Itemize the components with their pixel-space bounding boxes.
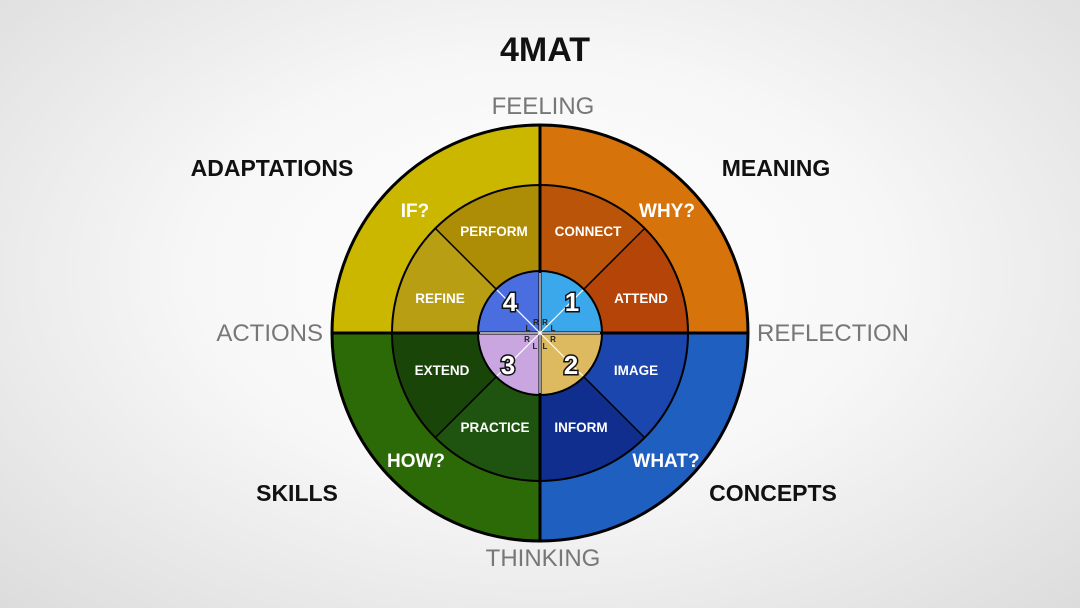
center-mark: R xyxy=(542,318,548,327)
corner-label-skills: SKILLS xyxy=(256,480,338,506)
corner-label-meaning: MEANING xyxy=(722,155,831,181)
center-number-3: 3 xyxy=(501,350,515,380)
center-number-1: 1 xyxy=(565,287,579,317)
question-what: WHAT? xyxy=(632,451,699,472)
segment-label-attend: ATTEND xyxy=(614,291,668,306)
corner-label-adaptations: ADAPTATIONS xyxy=(191,155,354,181)
center-mark: R xyxy=(550,335,556,344)
segment-label-extend: EXTEND xyxy=(415,363,470,378)
question-if: IF? xyxy=(401,201,430,222)
axis-label-actions: ACTIONS xyxy=(216,320,323,347)
divider-lines xyxy=(330,123,750,543)
axis-label-thinking: THINKING xyxy=(486,545,601,572)
center-mark: R xyxy=(524,335,530,344)
segment-label-image: IMAGE xyxy=(614,363,658,378)
question-why: WHY? xyxy=(639,201,695,222)
segment-label-connect: CONNECT xyxy=(555,224,623,239)
center-mark: L xyxy=(526,324,531,333)
segment-label-inform: INFORM xyxy=(554,420,607,435)
diagram-title: 4MAT xyxy=(500,31,590,69)
question-how: HOW? xyxy=(387,451,445,472)
axis-label-feeling: FEELING xyxy=(492,93,595,120)
center-cross-lines xyxy=(480,273,600,393)
corner-label-concepts: CONCEPTS xyxy=(709,480,837,506)
segment-label-practice: PRACTICE xyxy=(460,420,529,435)
segment-label-refine: REFINE xyxy=(415,291,465,306)
axis-label-reflection: REFLECTION xyxy=(757,320,909,347)
center-number-2: 2 xyxy=(564,350,578,380)
center-mark: L xyxy=(533,342,538,351)
segment-label-perform: PERFORM xyxy=(460,224,528,239)
center-mark: R xyxy=(533,318,539,327)
center-number-4: 4 xyxy=(503,287,518,317)
center-mark: L xyxy=(543,342,548,351)
center-mark: L xyxy=(551,324,556,333)
